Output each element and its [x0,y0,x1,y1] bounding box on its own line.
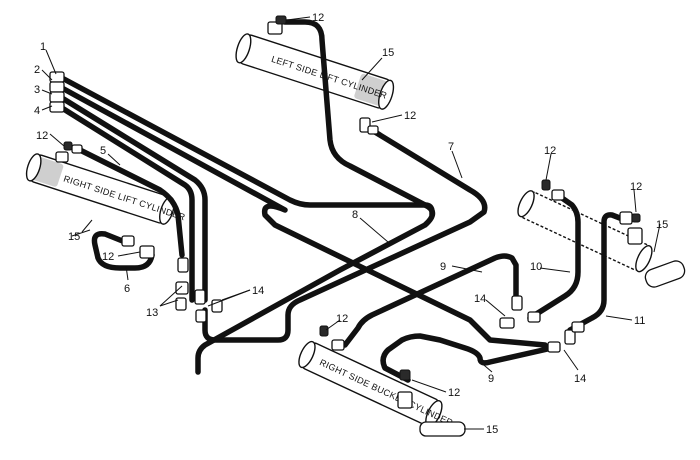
callout-7: 7 [448,141,454,153]
callout-5: 5 [100,145,106,157]
callout-15b: 15 [68,231,80,243]
tee-fittings-14-center [499,295,541,329]
right-side-bucket-cylinder: RIGHT SIDE BUCKET CYLINDER [298,340,466,437]
callout-4: 4 [34,105,40,117]
fitting-12-left-bucket-top [541,179,565,201]
hose-8 [195,19,436,375]
callout-12f: 12 [630,181,642,193]
fitting-12-right-lift [63,141,83,154]
callout-15a: 15 [382,47,394,59]
callout-15d: 15 [486,424,498,436]
fitting-12-bucket-left [319,325,345,351]
callout-3: 3 [34,84,40,96]
hose-9-upper [342,253,519,348]
hose-3 [59,95,208,303]
callout-14b: 14 [474,293,486,305]
callout-12c: 12 [36,130,48,142]
callout-9b: 9 [488,373,494,385]
tee-fittings-13 [175,257,189,311]
hose-9-lower [380,333,555,383]
callout-6: 6 [124,283,130,295]
callout-12a: 12 [312,12,324,24]
fitting-12-left-lift-top [275,15,287,25]
callout-1: 1 [40,41,46,53]
fitting-12-left-lift-rear [359,117,379,135]
tee-fittings-14-right [547,321,585,353]
manifold-fittings [49,71,65,113]
hose-4 [59,105,195,303]
hose-5 [77,147,185,258]
callout-14a: 14 [252,285,264,297]
callout-14c: 14 [574,373,586,385]
hose-6 [91,230,155,271]
callout-12d: 12 [102,251,114,263]
left-side-bucket-cylinder [517,190,686,288]
callout-15c: 15 [656,219,668,231]
callout-12e: 12 [544,145,556,157]
hose-2 [59,85,548,348]
callouts: 1 2 3 4 5 6 7 8 9 9 10 11 12 12 12 12 12… [34,12,668,436]
hose-10 [527,195,581,321]
callout-9a: 9 [440,261,446,273]
callout-12g: 12 [336,313,348,325]
callout-12b: 12 [404,110,416,122]
callout-2: 2 [34,64,40,76]
callout-12h: 12 [448,387,460,399]
leader-lines [41,16,661,430]
callout-8: 8 [352,209,358,221]
left-side-lift-cylinder: LEFT SIDE LIFT CYLINDER [235,21,395,110]
fitting-12-left-bucket-right [619,211,641,225]
callout-10: 10 [530,261,542,273]
fitting-12-bucket-right [399,369,411,381]
hose-11 [567,212,628,333]
callout-11: 11 [634,315,645,327]
callout-13: 13 [146,307,158,319]
